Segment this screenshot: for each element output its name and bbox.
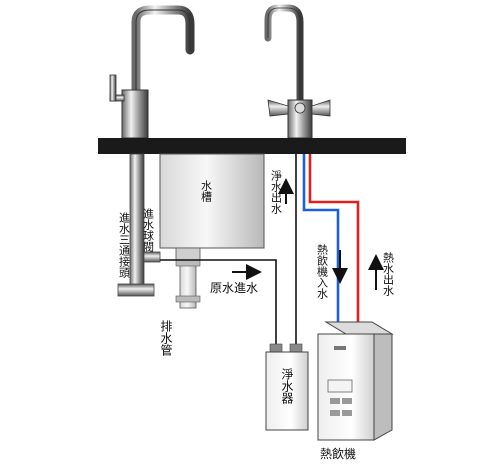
inlet-valve-label: 進水球閥	[142, 208, 155, 253]
hot-drink-machine	[317, 321, 394, 441]
water-purifier	[265, 343, 309, 431]
hot-out-label: 熱水出水	[382, 252, 395, 296]
inlet-tee-label: 進水三通接頭	[118, 212, 131, 279]
hot-line	[308, 154, 360, 322]
sink-basin	[159, 153, 265, 261]
drain-label: 排水管	[159, 320, 173, 357]
inlet-supply-pipe	[117, 153, 161, 297]
countertop	[98, 138, 406, 154]
cold-line	[302, 154, 340, 322]
raw-water-label: 原水進水	[210, 281, 258, 295]
sink-label: 水槽	[200, 180, 213, 203]
hot-in-label: 熱飲機入水	[316, 244, 329, 299]
sink-faucet	[109, 5, 195, 143]
purified-out-label: 淨水出水	[270, 170, 283, 214]
purifier-label: 淨水器	[280, 368, 294, 405]
raw-water-line	[160, 259, 277, 350]
hot-machine-label: 熱飲機	[320, 446, 356, 461]
drain-pipe	[175, 259, 201, 309]
dual-faucet	[264, 4, 331, 142]
